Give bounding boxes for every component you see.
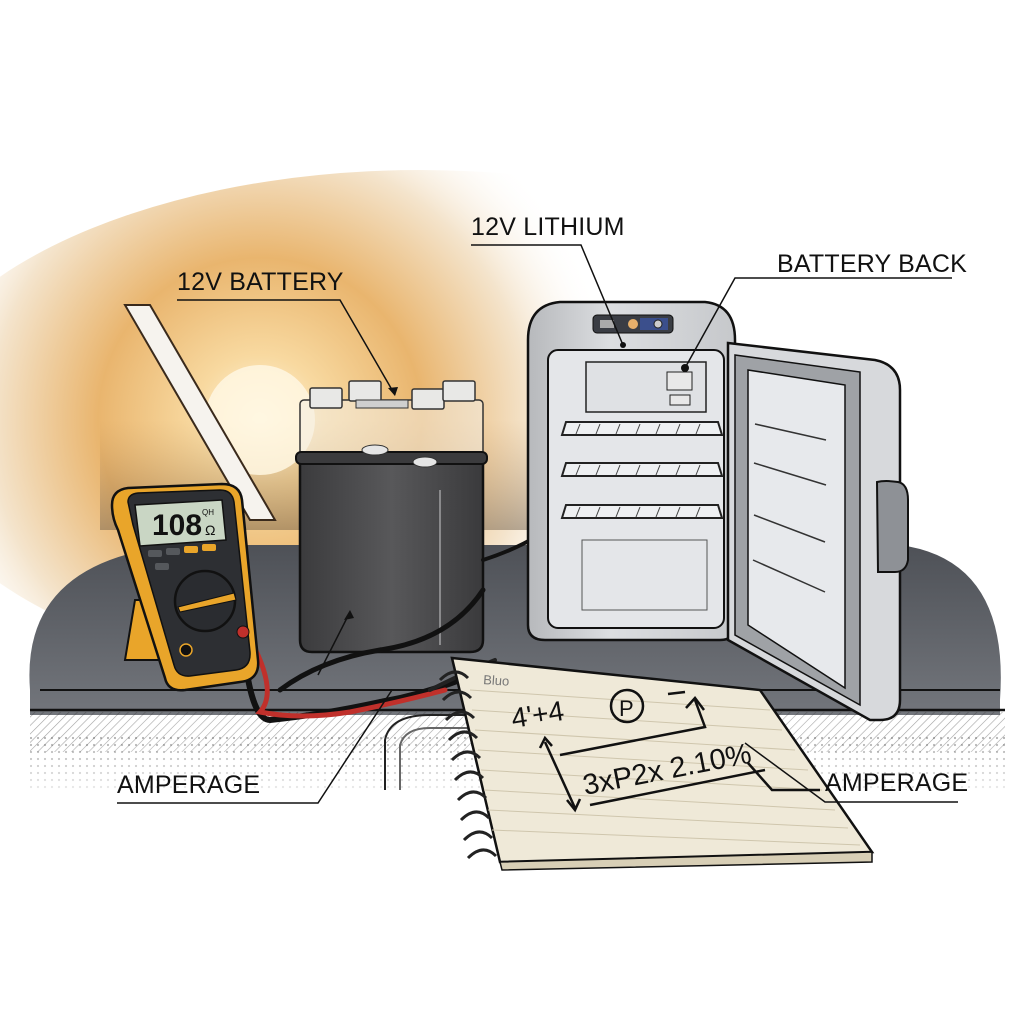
lead-acid-battery	[295, 380, 488, 654]
multimeter-display-reading: 108	[152, 509, 202, 542]
label-battery-back: BATTERY BACK	[777, 250, 967, 278]
multimeter-display-unit: Ω	[205, 522, 215, 538]
label-amperage-left: AMPERAGE	[117, 771, 261, 799]
label-12v-lithium: 12V LITHIUM	[471, 213, 625, 241]
test-leads	[240, 518, 562, 724]
notebook-circled-letter: P	[619, 696, 634, 721]
windshield-pillar	[123, 304, 277, 521]
callout-leader-lines	[117, 244, 958, 804]
callout-arrowheads	[344, 342, 689, 620]
multimeter	[110, 482, 260, 692]
portable-fridge	[526, 300, 909, 722]
spiral-notebook	[438, 656, 875, 871]
label-12v-battery: 12V BATTERY	[177, 268, 344, 296]
multimeter-display-superscript: QH	[202, 508, 214, 517]
notebook-header-scrawl: Bluo	[483, 672, 510, 689]
label-amperage-right: AMPERAGE	[825, 769, 969, 797]
